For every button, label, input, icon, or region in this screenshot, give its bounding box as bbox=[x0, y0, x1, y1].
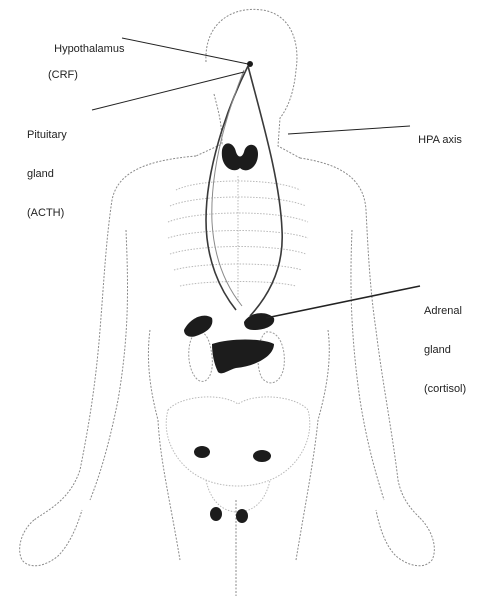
label-hypothalamus: Hypothalamus (CRF) bbox=[48, 30, 124, 95]
leader-adrenal bbox=[266, 286, 420, 318]
inner-arm-right bbox=[351, 230, 384, 500]
adrenal-gland-right bbox=[244, 313, 274, 330]
label-hpa-axis: HPA axis bbox=[412, 121, 462, 147]
leader-hpa-axis bbox=[288, 126, 410, 134]
label-pituitary-name: Pituitary bbox=[27, 129, 67, 142]
adrenal-gland-left bbox=[184, 316, 212, 337]
label-pituitary-name2: gland bbox=[27, 168, 67, 181]
glands bbox=[184, 61, 274, 523]
waist-right bbox=[296, 330, 329, 560]
leader-lines bbox=[92, 38, 420, 318]
waist-left bbox=[148, 330, 180, 560]
label-adrenal: Adrenal gland (cortisol) bbox=[424, 279, 466, 409]
label-adrenal-sub: (cortisol) bbox=[424, 383, 466, 396]
liver-dark bbox=[212, 340, 274, 374]
label-hpa-axis-name: HPA axis bbox=[418, 134, 462, 146]
ovary-right bbox=[253, 450, 271, 462]
label-hypothalamus-name: Hypothalamus bbox=[54, 43, 124, 55]
hpa-axis-path bbox=[206, 66, 282, 316]
pelvis bbox=[166, 397, 310, 512]
label-pituitary: Pituitary gland (ACTH) bbox=[27, 103, 67, 233]
neck-left bbox=[196, 94, 222, 156]
body-outline bbox=[20, 9, 435, 596]
label-hypothalamus-sub: (CRF) bbox=[48, 69, 124, 82]
thyroid-gland bbox=[222, 143, 258, 170]
label-adrenal-name2: gland bbox=[424, 344, 466, 357]
label-pituitary-sub: (ACTH) bbox=[27, 207, 67, 220]
kidney-left bbox=[189, 332, 213, 382]
torso-right bbox=[300, 158, 420, 518]
rib-cage bbox=[168, 176, 308, 300]
inner-arm-left bbox=[90, 230, 128, 500]
leader-hypothalamus bbox=[122, 38, 248, 64]
label-adrenal-name: Adrenal bbox=[424, 305, 466, 318]
axis-loop-inner bbox=[248, 66, 282, 316]
hand-right bbox=[376, 510, 434, 566]
hand-left bbox=[20, 510, 82, 566]
gonad-left bbox=[210, 507, 222, 521]
axis-loop-outer bbox=[206, 66, 248, 310]
ovary-left bbox=[194, 446, 210, 458]
gonad-right bbox=[236, 509, 248, 523]
